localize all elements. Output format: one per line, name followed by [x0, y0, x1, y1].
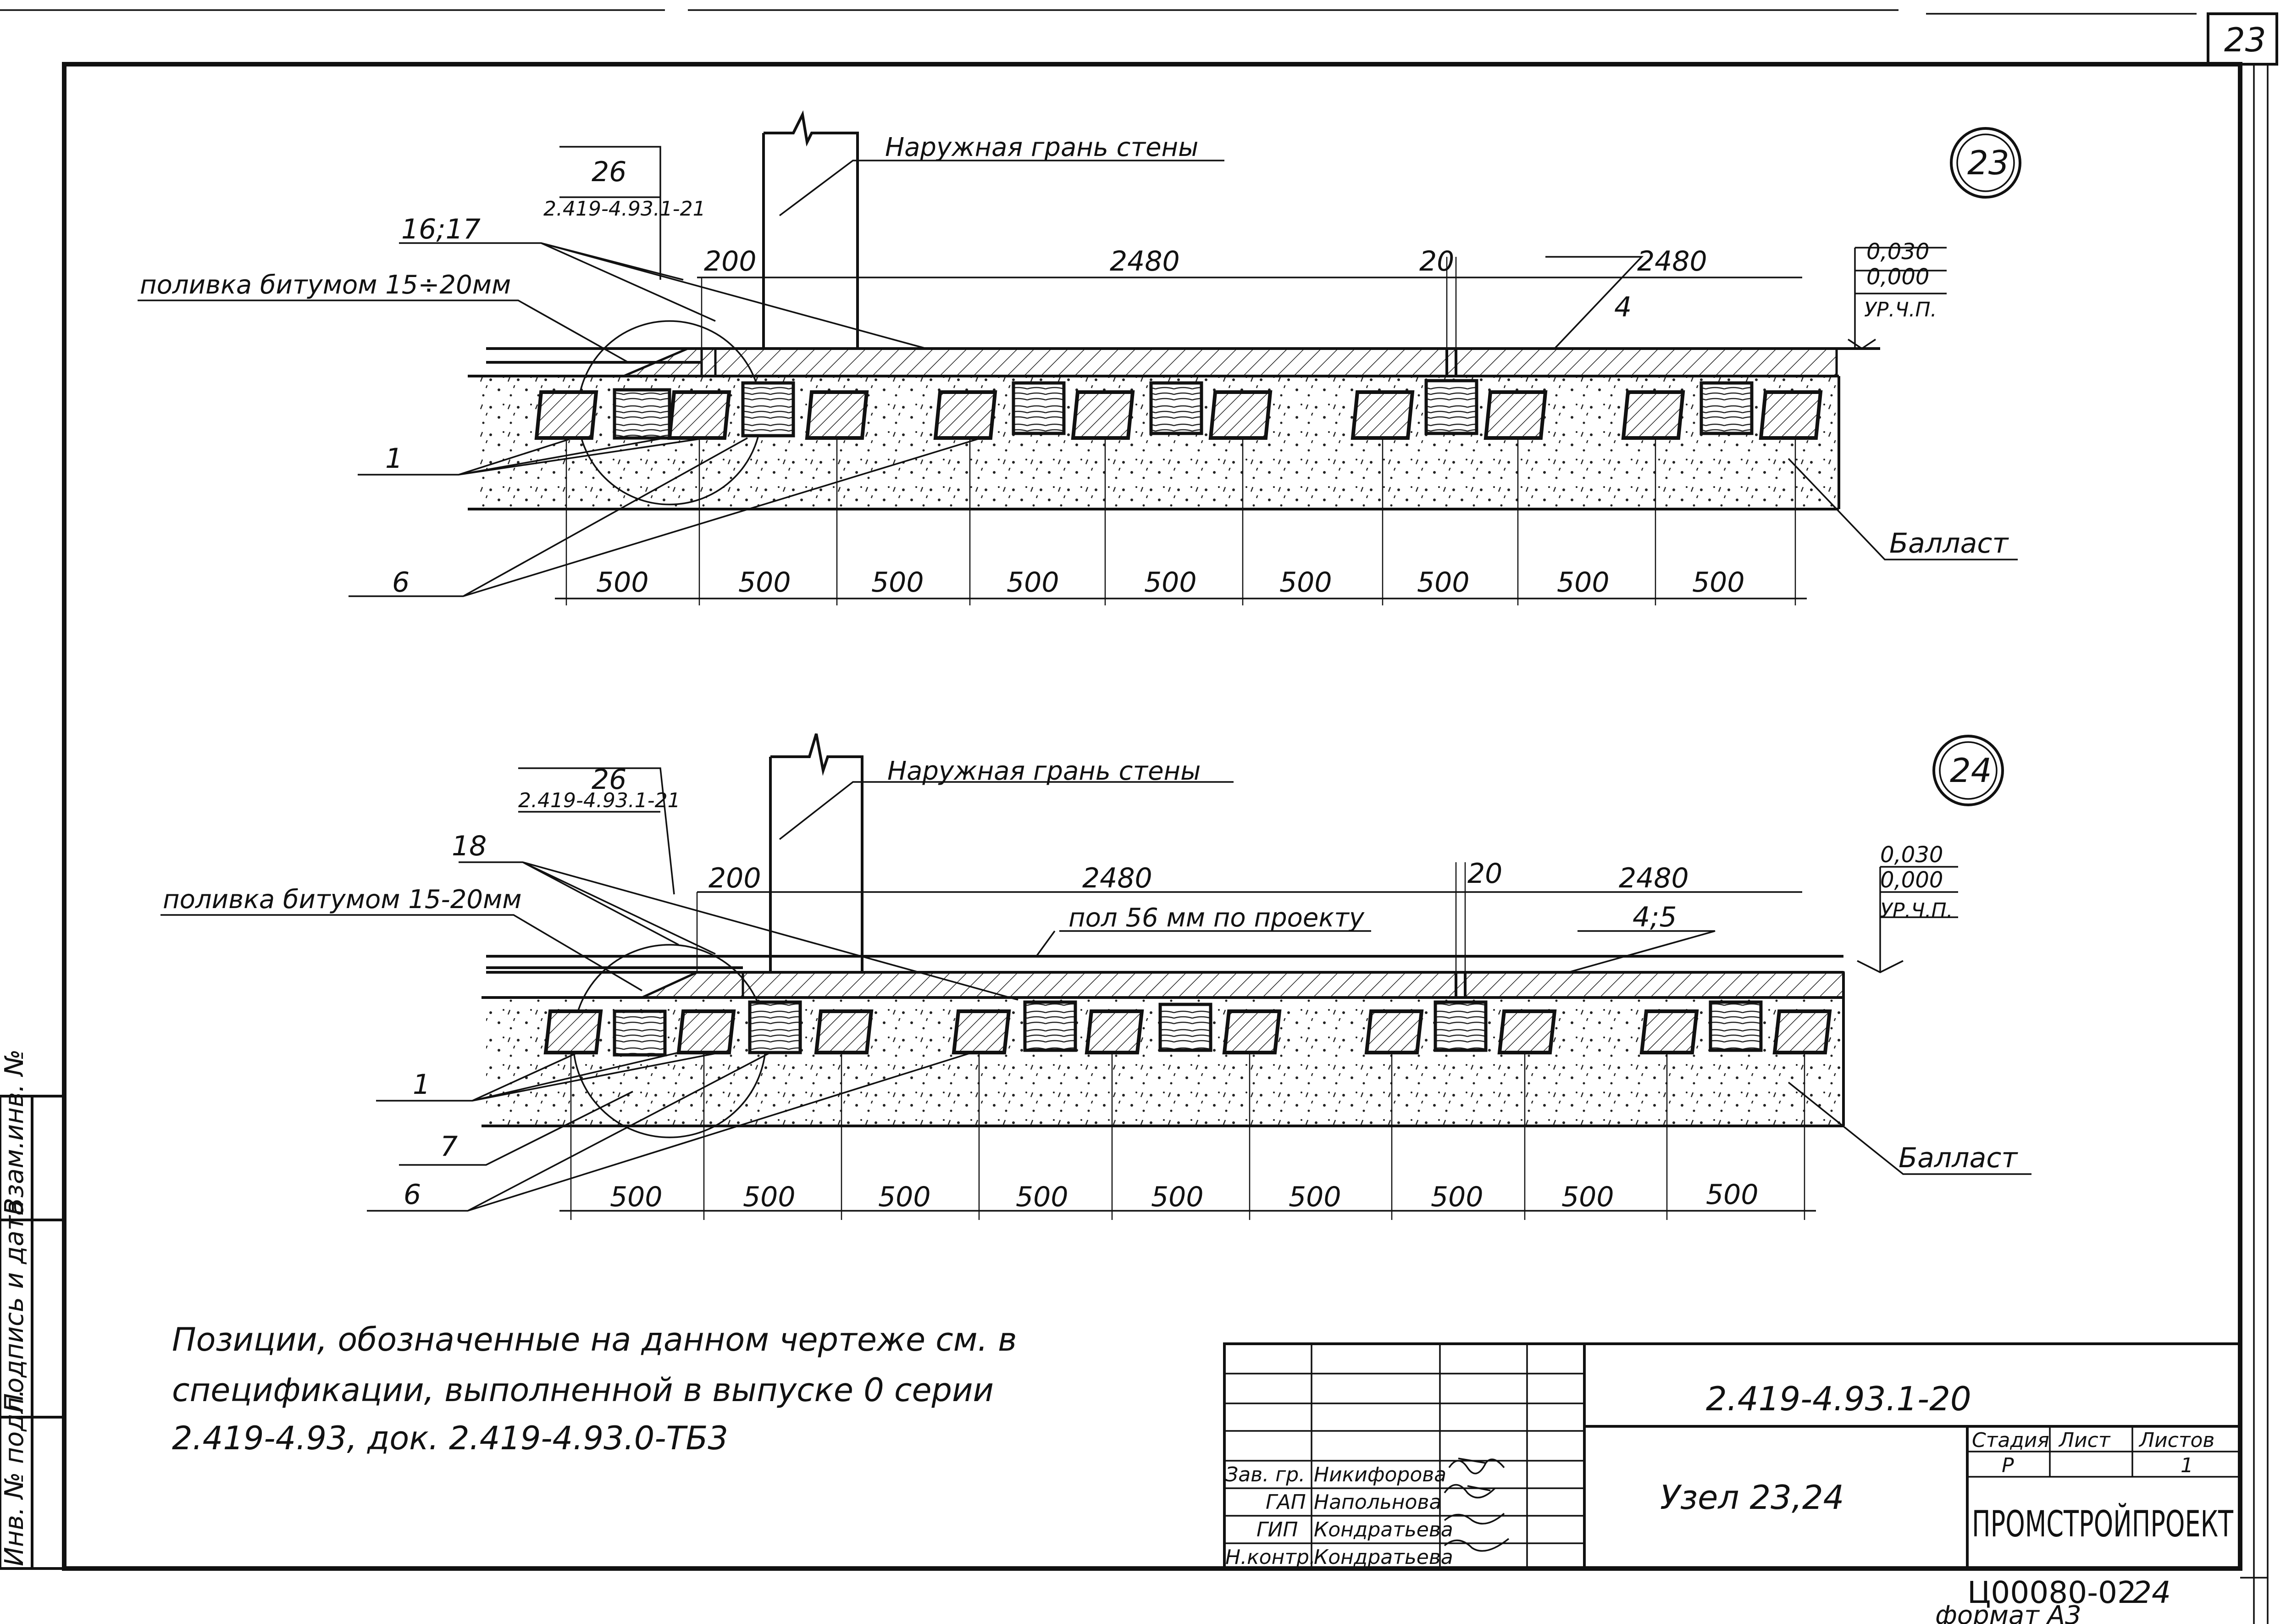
- note-line-2: спецификации, выполненной в выпуске 0 се…: [172, 1371, 994, 1409]
- node23-pos-a: 16;17: [401, 213, 481, 245]
- stage-value: Р: [2002, 1454, 2014, 1477]
- note-line-1: Позиции, обозначенные на данном чертеже …: [172, 1321, 1017, 1358]
- sheets-value: 1: [2181, 1454, 2193, 1477]
- staff-role-4: Н.контр.: [1225, 1546, 1316, 1569]
- node24-dim-200: 200: [708, 862, 761, 894]
- footer-page: 24: [2132, 1575, 2171, 1610]
- doc-code: 2.419-4.93.1-20: [1706, 1380, 1971, 1418]
- side-stamp-inv-no: Инв. № подл.: [0, 1389, 29, 1566]
- node23-dim-2480a: 2480: [1110, 245, 1180, 277]
- node23-spacing-8: 500: [1557, 566, 1610, 599]
- sheet-frame: [62, 62, 2242, 1571]
- sheet-header: Лист: [2058, 1429, 2111, 1452]
- staff-role-1: Зав. гр.: [1225, 1463, 1305, 1486]
- node24-dim-20: 20: [1467, 858, 1502, 890]
- node23-dim-2480b: 2480: [1637, 245, 1707, 277]
- staff-role-3: ГИП: [1256, 1518, 1298, 1541]
- sheet-number-box: [2207, 12, 2278, 66]
- node23-dim-20: 20: [1419, 245, 1454, 277]
- node24-spacing-8: 500: [1561, 1181, 1614, 1213]
- node23-pos-4: 4: [1614, 291, 1632, 323]
- sheets-header: Листов: [2138, 1429, 2214, 1452]
- node23-spacing-6: 500: [1279, 566, 1332, 599]
- staff-role-2: ГАП: [1266, 1491, 1306, 1514]
- node23-dim-200: 200: [704, 245, 757, 277]
- node24-outer-face: Наружная грань стены: [887, 756, 1201, 786]
- org-name: ПРОМСТРОЙПРОЕКТ: [1972, 1503, 2233, 1545]
- node23-level3: УР.Ч.П.: [1864, 298, 1937, 321]
- node24-spacing-7: 500: [1431, 1181, 1483, 1213]
- node23-spacing-2: 500: [738, 566, 791, 599]
- node23-spacing-5: 500: [1144, 566, 1197, 599]
- node24-spacing-9: 500: [1706, 1179, 1759, 1211]
- note-line-3: 2.419-4.93, док. 2.419-4.93.0-ТБ3: [172, 1419, 728, 1457]
- node24-spacing-5: 500: [1151, 1181, 1204, 1213]
- staff-name-4: Кондратьева: [1314, 1546, 1453, 1569]
- node24-spacing-6: 500: [1289, 1181, 1341, 1213]
- node23-ref-bottom: 2.419-4.93.1-21: [543, 197, 706, 221]
- staff-name-2: Напольнова: [1314, 1491, 1441, 1514]
- node23-spacing: 500 500 500 500 500 500 500 500 500: [596, 566, 1745, 599]
- node24-pos-a: 18: [452, 830, 487, 862]
- node24-floor: пол 56 мм по проекту: [1068, 903, 1365, 933]
- sheet-number: 23: [2224, 21, 2266, 59]
- node24-marker: 24: [1950, 751, 1992, 790]
- stage-header: Стадия: [1972, 1429, 2049, 1452]
- node-23-section: [138, 110, 2021, 605]
- format-label: формат А3: [1935, 1601, 2081, 1624]
- node23-ref-top: 26: [592, 156, 626, 188]
- node24-dim-2480b: 2480: [1619, 862, 1689, 894]
- side-stamp: [0, 1095, 66, 1570]
- node24-spacing-2: 500: [743, 1181, 796, 1213]
- node23-pos-6: 6: [392, 566, 410, 599]
- staff-name-1: Никифорова: [1314, 1463, 1446, 1486]
- node24-spacing: 500 500 500 500 500 500 500 500 500: [610, 1179, 1759, 1213]
- staff-name-3: Кондратьева: [1314, 1518, 1453, 1541]
- node24-ref-top: 26: [592, 764, 626, 796]
- node24-ballast: Балласт: [1899, 1142, 2018, 1174]
- node24-spacing-3: 500: [878, 1181, 931, 1213]
- node24-level3: УР.Ч.П.: [1880, 899, 1953, 922]
- node23-bitumen: поливка битумом 15÷20мм: [140, 270, 511, 300]
- node23-level2: 0,000: [1866, 264, 1929, 290]
- node23-spacing-7: 500: [1417, 566, 1470, 599]
- node24-pos-6: 6: [404, 1179, 421, 1211]
- node-24-section: [161, 733, 2031, 1220]
- node24-spacing-4: 500: [1016, 1181, 1068, 1213]
- node24-pos-45: 4;5: [1633, 901, 1677, 933]
- sheet-title: Узел 23,24: [1660, 1478, 1844, 1517]
- node24-bitumen: поливка битумом 15-20мм: [163, 885, 521, 915]
- node24-dim-2480a: 2480: [1082, 862, 1152, 894]
- node23-outer-face: Наружная грань стены: [885, 133, 1198, 162]
- node23-spacing-4: 500: [1007, 566, 1059, 599]
- title-block: [1223, 1342, 2242, 1570]
- node24-level2: 0,000: [1880, 867, 1943, 893]
- node23-spacing-1: 500: [596, 566, 649, 599]
- node23-level1: 0,030: [1866, 239, 1929, 265]
- node23-pos-1: 1: [385, 443, 403, 475]
- side-stamp-sign-date: Подпись и дата: [0, 1200, 29, 1413]
- node24-spacing-1: 500: [610, 1181, 663, 1213]
- node23-spacing-3: 500: [871, 566, 924, 599]
- node23-spacing-9: 500: [1692, 566, 1745, 599]
- node23-marker: 23: [1967, 144, 2009, 182]
- node23-ballast: Балласт: [1889, 527, 2009, 560]
- node24-pos-7: 7: [440, 1131, 458, 1163]
- side-stamp-replace-inv: Взам.инв. №: [0, 1049, 29, 1215]
- node24-level1: 0,030: [1880, 842, 1943, 868]
- footer-code: Ц00080-02: [1967, 1575, 2137, 1610]
- node24-pos-1: 1: [413, 1069, 430, 1101]
- node24-ref-bottom: 2.419-4.93.1-21: [518, 789, 681, 812]
